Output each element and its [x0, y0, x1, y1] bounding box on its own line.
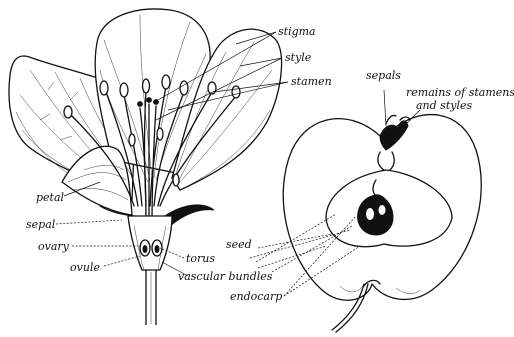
label-remains-line2: and styles	[416, 99, 472, 112]
label-style: style	[285, 51, 312, 64]
label-endocarp: endocarp	[230, 290, 282, 303]
label-seed: seed	[226, 238, 252, 251]
label-vascular-bundles: vascular bundles	[178, 270, 273, 283]
label-stigma: stigma	[278, 25, 316, 38]
receptacle	[128, 216, 172, 270]
label-stamen: stamen	[291, 75, 332, 88]
label-sepal: sepal	[26, 218, 56, 231]
label-ovule: ovule	[70, 261, 100, 274]
label-torus: torus	[186, 252, 215, 265]
label-petal: petal	[36, 191, 65, 204]
label-ovary: ovary	[38, 240, 70, 253]
apple-section	[283, 115, 481, 332]
label-remains-line1: remains of stamens	[406, 86, 514, 99]
label-sepals: sepals	[366, 69, 401, 82]
